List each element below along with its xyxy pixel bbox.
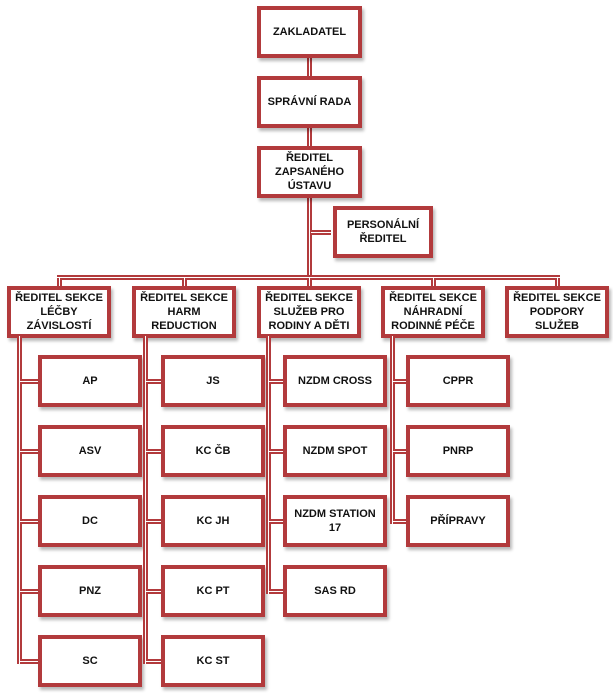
node-child-label: SC (82, 655, 98, 667)
node-child[interactable]: KC ČB (161, 425, 265, 477)
node-child-label: SAS RD (314, 585, 356, 597)
node-child[interactable]: DC (38, 495, 142, 547)
node-child-label: PNZ (79, 585, 101, 597)
connector-line (20, 379, 40, 384)
node-harm-reduction[interactable]: ŘEDITEL SEKCE HARM REDUCTION (132, 286, 236, 338)
node-child-label: NZDM STATION 17 (294, 508, 376, 534)
node-lecby-zavislosti-label: ŘEDITEL SEKCE LÉČBY ZÁVISLOSTÍ (15, 292, 103, 332)
node-child[interactable]: KC PT (161, 565, 265, 617)
connector-line (269, 589, 285, 594)
connector-line (17, 336, 22, 664)
node-child[interactable]: CPPR (406, 355, 510, 407)
node-child[interactable]: KC ST (161, 635, 265, 687)
node-child-label: PNRP (442, 445, 474, 457)
node-reditel-zu-label: ŘEDITEL ZAPSANÉHO ÚSTAVU (274, 152, 345, 192)
node-child[interactable]: PŘÍPRAVY (406, 495, 510, 547)
node-child-label: JS (206, 375, 220, 387)
node-child[interactable]: KC JH (161, 495, 265, 547)
node-child[interactable]: SC (38, 635, 142, 687)
node-sluzeb-pro-rodiny[interactable]: ŘEDITEL SEKCE SLUŽEB PRO RODINY A DĚTI (257, 286, 361, 338)
connector-line (56, 278, 62, 288)
connector-line (306, 278, 312, 288)
connector-line (20, 589, 40, 594)
node-nahradni-rodinne-pece[interactable]: ŘEDITEL SEKCE NÁHRADNÍ RODINNÉ PÉČE (381, 286, 485, 338)
connector-line (266, 336, 271, 594)
connector-line (20, 659, 40, 664)
node-harm-reduction-label: ŘEDITEL SEKCE HARM REDUCTION (140, 292, 228, 332)
connector-line (146, 379, 163, 384)
node-podpory-sluzeb[interactable]: ŘEDITEL SEKCE PODPORY SLUŽEB (505, 286, 609, 338)
connector-line (269, 379, 285, 384)
connector-line (143, 336, 148, 664)
node-spravni-rada-label: SPRÁVNÍ RADA (267, 96, 352, 108)
node-zakladatel-label: ZAKLADATEL (272, 26, 347, 38)
node-child-label: AP (82, 375, 98, 387)
connector-line (390, 336, 395, 524)
node-child-label: PŘÍPRAVY (430, 515, 486, 527)
node-zakladatel[interactable]: ZAKLADATEL (257, 6, 362, 58)
node-personalni-reditel-label: PERSONÁLNÍ ŘEDITEL (346, 219, 420, 245)
connector-line (430, 278, 436, 288)
connector-line (269, 519, 285, 524)
connector-line (311, 230, 331, 235)
node-child-label: KC ČB (195, 445, 231, 457)
connector-line (20, 449, 40, 454)
node-child[interactable]: NZDM STATION 17 (283, 495, 387, 547)
node-child[interactable]: AP (38, 355, 142, 407)
node-child[interactable]: NZDM SPOT (283, 425, 387, 477)
connector-line (146, 659, 163, 664)
node-personalni-reditel[interactable]: PERSONÁLNÍ ŘEDITEL (333, 206, 433, 258)
connector-line (393, 379, 408, 384)
node-reditel-zu[interactable]: ŘEDITEL ZAPSANÉHO ÚSTAVU (257, 146, 362, 198)
node-child-label: NZDM CROSS (298, 375, 372, 387)
node-sluzeb-pro-rodiny-label: ŘEDITEL SEKCE SLUŽEB PRO RODINY A DĚTI (265, 292, 353, 332)
connector-line (269, 449, 285, 454)
node-child-label: KC JH (196, 515, 230, 527)
node-child-label: KC ST (196, 655, 230, 667)
connector-line (146, 449, 163, 454)
node-child-label: CPPR (442, 375, 474, 387)
node-lecby-zavislosti[interactable]: ŘEDITEL SEKCE LÉČBY ZÁVISLOSTÍ (7, 286, 111, 338)
node-nahradni-rodinne-pece-label: ŘEDITEL SEKCE NÁHRADNÍ RODINNÉ PÉČE (389, 292, 477, 332)
node-spravni-rada[interactable]: SPRÁVNÍ RADA (257, 76, 362, 128)
node-child-label: KC PT (196, 585, 230, 597)
connector-line (393, 519, 408, 524)
connector-line (307, 57, 312, 77)
connector-line (146, 519, 163, 524)
connector-line (307, 197, 312, 277)
node-child[interactable]: JS (161, 355, 265, 407)
node-child[interactable]: PNZ (38, 565, 142, 617)
connector-line (554, 278, 560, 288)
node-child[interactable]: NZDM CROSS (283, 355, 387, 407)
node-child-label: DC (82, 515, 98, 527)
node-child[interactable]: SAS RD (283, 565, 387, 617)
node-child[interactable]: PNRP (406, 425, 510, 477)
connector-line (146, 589, 163, 594)
node-child[interactable]: ASV (38, 425, 142, 477)
connector-line (307, 127, 312, 147)
node-child-label: ASV (78, 445, 102, 457)
connector-line (181, 278, 187, 288)
node-podpory-sluzeb-label: ŘEDITEL SEKCE PODPORY SLUŽEB (513, 292, 601, 332)
connector-line (20, 519, 40, 524)
connector-line (393, 449, 408, 454)
node-child-label: NZDM SPOT (302, 445, 368, 457)
